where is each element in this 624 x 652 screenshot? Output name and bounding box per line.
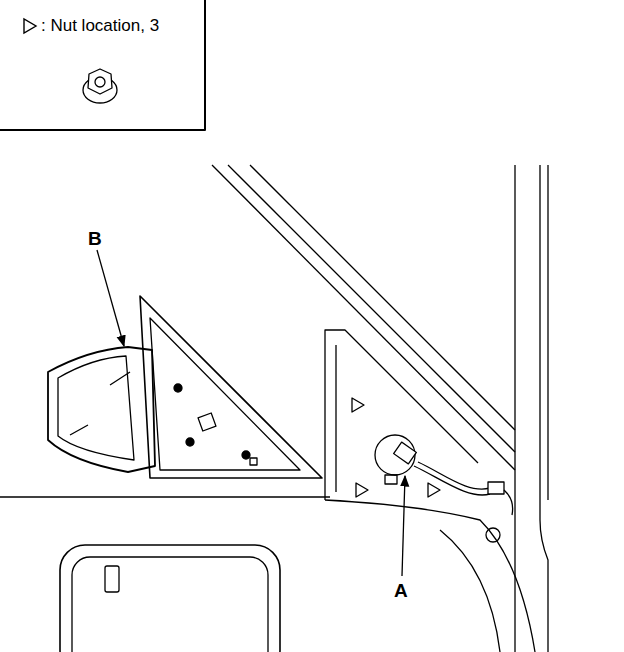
callout-letter: A bbox=[394, 581, 408, 600]
mirror-glass bbox=[58, 356, 134, 460]
mounting-hole bbox=[242, 451, 250, 459]
inner-panel bbox=[325, 330, 478, 500]
mirror-base-gasket bbox=[150, 318, 300, 470]
nut-hex bbox=[88, 69, 112, 94]
nut-hole bbox=[95, 77, 105, 87]
door-handle-bezel bbox=[72, 557, 268, 652]
mounting-hole bbox=[174, 384, 182, 392]
nut-mark bbox=[356, 483, 368, 497]
legend-border bbox=[0, 0, 205, 130]
inner-panel bbox=[335, 345, 336, 492]
pillar-line bbox=[212, 165, 515, 470]
wire bbox=[418, 462, 490, 489]
door-trim bbox=[325, 500, 535, 652]
callout-letter: B bbox=[88, 229, 102, 248]
clip bbox=[250, 458, 257, 465]
mirror-base bbox=[140, 296, 322, 478]
wire bbox=[504, 490, 513, 515]
nut-mark bbox=[428, 483, 440, 497]
frame-line bbox=[547, 165, 548, 500]
door-handle-bezel bbox=[60, 545, 280, 652]
connector bbox=[394, 442, 417, 464]
nut-mark bbox=[24, 19, 36, 33]
nut-mark bbox=[352, 398, 364, 412]
clip bbox=[385, 475, 397, 484]
legend-entry: : Nut location, 3 bbox=[22, 16, 159, 36]
mirror-housing bbox=[48, 347, 155, 472]
mounting-hole bbox=[186, 438, 194, 446]
leader-line bbox=[97, 250, 124, 346]
glass-shine bbox=[70, 372, 130, 435]
nut-mark-swatch bbox=[22, 17, 38, 35]
trim-hole bbox=[486, 528, 500, 542]
legend-text: : Nut location, 3 bbox=[41, 16, 159, 36]
clip bbox=[198, 413, 216, 431]
nut-icon bbox=[83, 69, 117, 103]
frame-line bbox=[540, 165, 548, 652]
lock-knob bbox=[105, 566, 119, 592]
pillar-line bbox=[250, 165, 515, 430]
door-trim bbox=[440, 530, 500, 652]
connector bbox=[488, 482, 504, 494]
leader-line bbox=[402, 476, 405, 576]
pillar-line bbox=[228, 165, 515, 452]
belt-line bbox=[0, 496, 330, 498]
